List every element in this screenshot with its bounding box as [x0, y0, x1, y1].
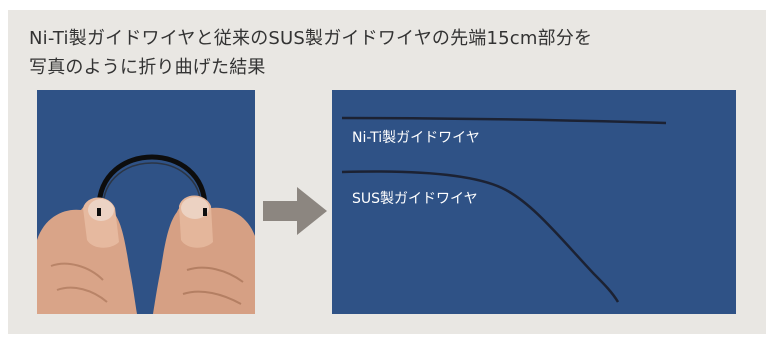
bent-wire	[96, 154, 208, 209]
niti-wire-label: Ni-Ti製ガイドワイヤ	[352, 130, 480, 146]
right-thumbnail	[181, 197, 209, 219]
sus-wire	[341, 170, 620, 303]
sus-wire-label: SUS製ガイドワイヤ	[352, 191, 478, 207]
result-photo: Ni-Ti製ガイドワイヤ SUS製ガイドワイヤ	[332, 90, 736, 314]
right-arrow-icon	[263, 187, 327, 239]
figure-caption: Ni-Ti製ガイドワイヤと従来のSUS製ガイドワイヤの先端15cm部分を 写真の…	[29, 24, 729, 82]
caption-line-1: Ni-Ti製ガイドワイヤと従来のSUS製ガイドワイヤの先端15cm部分を	[29, 28, 593, 49]
hands-bending-wire-illustration	[37, 90, 255, 314]
wires-result-illustration	[332, 90, 736, 314]
right-hand	[153, 200, 255, 314]
niti-wire	[341, 116, 667, 125]
bending-hands-photo	[37, 90, 255, 314]
caption-line-2: 写真のように折り曲げた結果	[29, 57, 266, 78]
